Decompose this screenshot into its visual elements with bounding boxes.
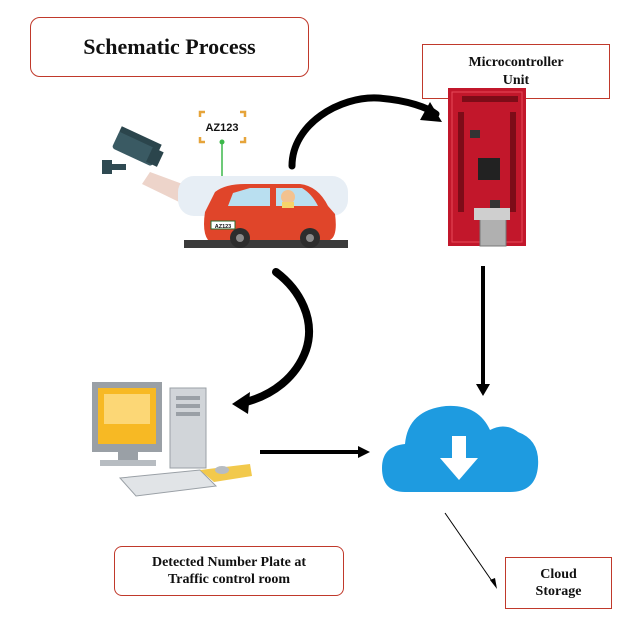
cloud-download-icon: [382, 405, 539, 492]
arrow-cloud-to-storage: [444, 512, 497, 589]
plate-text: AZ123: [215, 224, 232, 230]
diagram-title: Schematic Process: [83, 34, 256, 60]
plate-tag: AZ123: [198, 110, 247, 220]
microcontroller-board-icon: [448, 88, 526, 247]
arrow-computer-to-cloud: [260, 446, 370, 458]
traffic-room-label-box: Detected Number Plate at Traffic control…: [114, 546, 344, 596]
mcu-label: Microcontroller Unit: [468, 55, 564, 88]
cloud-storage-label: Cloud Storage: [535, 566, 582, 600]
title-box: Schematic Process: [30, 17, 309, 77]
arrow-car-to-mcu: [288, 94, 442, 170]
plate-tag-text: AZ123: [205, 122, 238, 134]
computer-icon: [92, 382, 252, 497]
arrow-car-to-computer: [232, 268, 314, 414]
cloud-storage-label-box: Cloud Storage: [505, 557, 612, 609]
car-icon: AZ123: [178, 176, 348, 248]
traffic-room-label: Detected Number Plate at Traffic control…: [151, 554, 307, 588]
arrow-mcu-to-cloud: [476, 266, 490, 396]
